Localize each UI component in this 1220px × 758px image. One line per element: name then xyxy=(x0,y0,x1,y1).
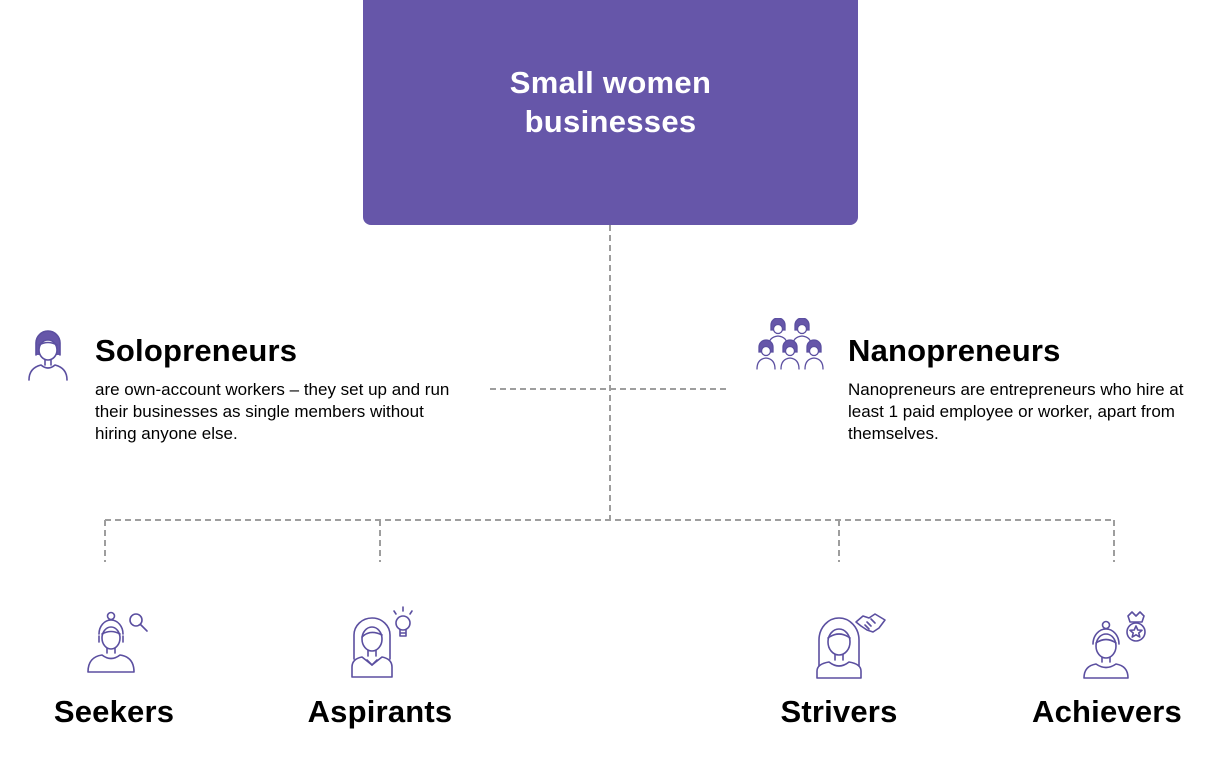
aspirants-label: Aspirants xyxy=(307,694,453,729)
nanopreneurs-title: Nanopreneurs xyxy=(848,333,1061,368)
woman-with-medal-icon xyxy=(1083,611,1146,679)
root-box: Small women businesses xyxy=(363,0,858,225)
single-woman-icon xyxy=(28,330,68,381)
root-title: Small women businesses xyxy=(509,64,712,139)
solopreneurs-title: Solopreneurs xyxy=(95,333,298,368)
strivers-label: Strivers xyxy=(780,694,898,729)
nanopreneurs-description: Nanopreneurs are entrepreneurs who hire … xyxy=(848,380,1184,443)
achievers-label: Achievers xyxy=(1031,694,1182,729)
woman-with-magnifier-icon xyxy=(87,611,148,673)
woman-with-lightbulb-icon xyxy=(351,606,413,678)
woman-with-handshake-icon xyxy=(816,613,886,679)
seekers-label: Seekers xyxy=(53,694,175,729)
solopreneurs-description: are own-account workers – they set up an… xyxy=(95,380,450,443)
group-of-women-icon xyxy=(756,318,824,370)
